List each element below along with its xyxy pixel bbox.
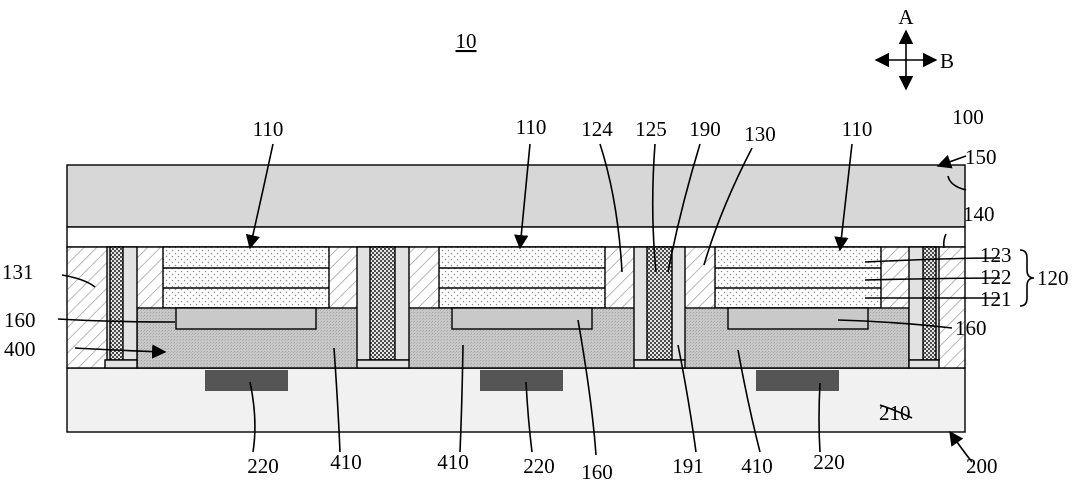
label-150: 150: [965, 145, 997, 169]
inner-pad: [451, 307, 593, 330]
label-210: 210: [879, 401, 911, 425]
label-220: 220: [813, 450, 845, 474]
label-110: 110: [842, 117, 873, 141]
label-122: 122: [980, 265, 1012, 289]
label-220: 220: [247, 454, 279, 478]
label-410: 410: [330, 450, 362, 474]
pillar-foot: [908, 359, 940, 369]
pad: [756, 370, 839, 391]
layer-stack: [162, 246, 330, 309]
label-190: 190: [689, 117, 721, 141]
label-410: 410: [741, 454, 773, 478]
shapes: [66, 29, 966, 433]
pillar-foot: [633, 359, 686, 369]
layer-stack: [438, 246, 606, 309]
label-120: 120: [1037, 266, 1069, 290]
direction-cross-icon: [874, 29, 938, 91]
label-125: 125: [635, 117, 667, 141]
pad: [205, 370, 288, 391]
labels: 10 A B 110 110 124 125 190 130 110 100 1…: [2, 5, 1069, 484]
label-400: 400: [4, 337, 36, 361]
inner-pad: [175, 307, 317, 330]
layer-stack: [714, 246, 882, 309]
label-160: 160: [955, 316, 987, 340]
pad: [480, 370, 563, 391]
label-160: 160: [4, 308, 36, 332]
label-121: 121: [980, 287, 1012, 311]
label-140: 140: [963, 202, 995, 226]
label-220: 220: [523, 454, 555, 478]
label-100: 100: [952, 105, 984, 129]
figure-title: 10: [456, 29, 477, 53]
label-123: 123: [980, 243, 1012, 267]
pillar-foot: [104, 359, 138, 369]
label-124: 124: [581, 117, 613, 141]
label-160: 160: [581, 460, 613, 484]
label-110: 110: [253, 117, 284, 141]
label-200: 200: [966, 454, 998, 478]
thin-layer: [66, 226, 966, 248]
label-191: 191: [672, 454, 704, 478]
pillar-core: [369, 246, 396, 361]
pillar-core: [646, 246, 673, 361]
top-layer: [66, 164, 966, 228]
label-110: 110: [516, 115, 547, 139]
direction-label-b: B: [940, 49, 954, 73]
direction-label-a: A: [898, 5, 914, 29]
pillar-core: [922, 246, 937, 361]
inner-pad: [727, 307, 869, 330]
label-131: 131: [2, 260, 34, 284]
pillar-foot: [356, 359, 410, 369]
label-410: 410: [437, 450, 469, 474]
label-130: 130: [744, 122, 776, 146]
leader-lines: [57, 143, 1035, 463]
pillar-core: [109, 246, 124, 361]
